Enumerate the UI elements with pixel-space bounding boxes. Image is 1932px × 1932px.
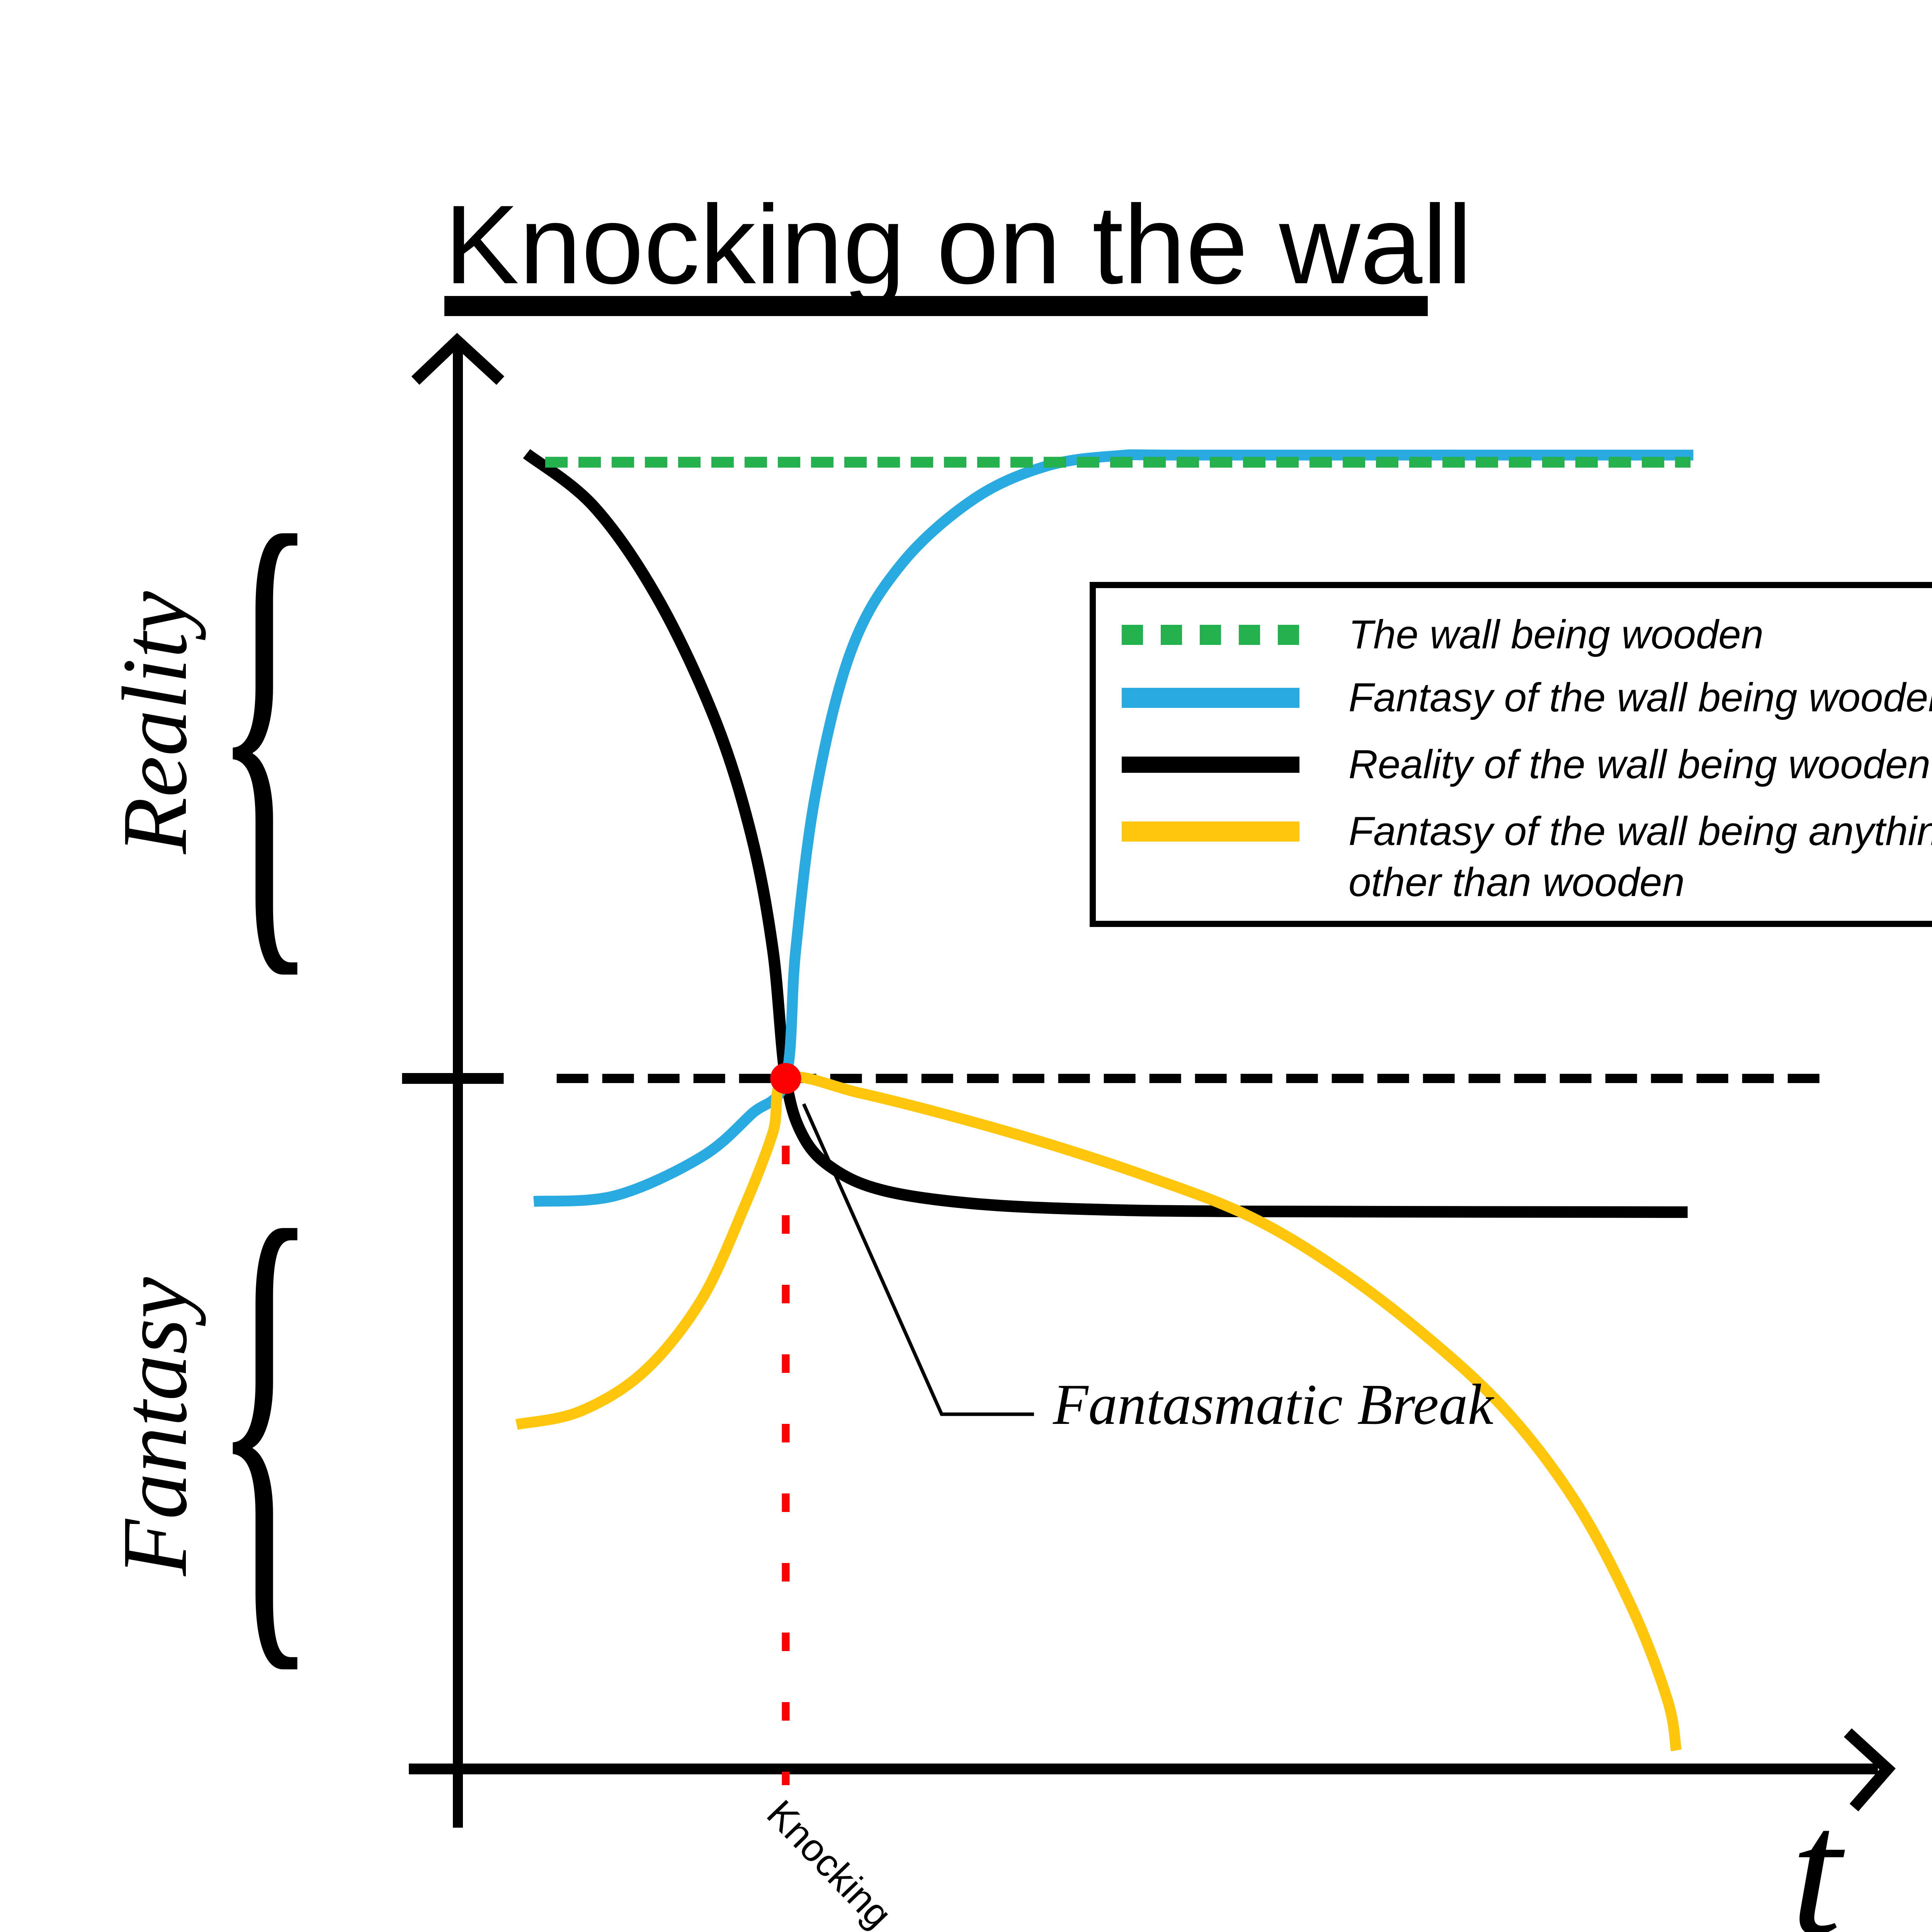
legend-label-wall_wooden: The wall being wooden [1349,612,1764,657]
fantasy-group-label: Fantasy [103,1277,206,1576]
fantasmatic-break-point [770,1063,801,1094]
reality-brace: { [168,457,362,990]
fantasy-other-curve [515,1071,1682,1752]
x-axis-label: t [1791,1771,1842,1932]
chart-title: Knocking on the wall [444,182,1472,307]
legend-swatch-wall_wooden [1122,625,1299,645]
fantasy-brace: { [168,1152,362,1685]
fantasy-wooden-curve [533,449,1694,1207]
legend-label-fantasy_other: Fantasy of the wall being anything other… [1349,809,1932,905]
legend-label-fantasy_wooden: Fantasy of the wall being wooden [1349,675,1932,720]
legend-label-reality_wooden: Reality of the wall being wooden [1349,742,1930,787]
legend-swatch-fantasy_wooden [1122,688,1299,708]
y-axis-arrowhead [411,333,505,385]
fantasmatic-break-label: Fantasmatic Break [1053,1372,1494,1437]
legend-swatch-fantasy_other [1122,821,1299,842]
reality-wooden-curve [523,449,1688,1218]
reality-group-label: Reality [103,591,206,854]
legend-swatch-reality_wooden [1122,757,1299,773]
brace-glyph: { [213,429,317,1019]
brace-glyph: { [213,1123,317,1714]
fantasmatic-break-leader-line [802,1103,1034,1416]
title-underline [444,296,1428,316]
x-axis-arrowhead [1844,1728,1896,1811]
